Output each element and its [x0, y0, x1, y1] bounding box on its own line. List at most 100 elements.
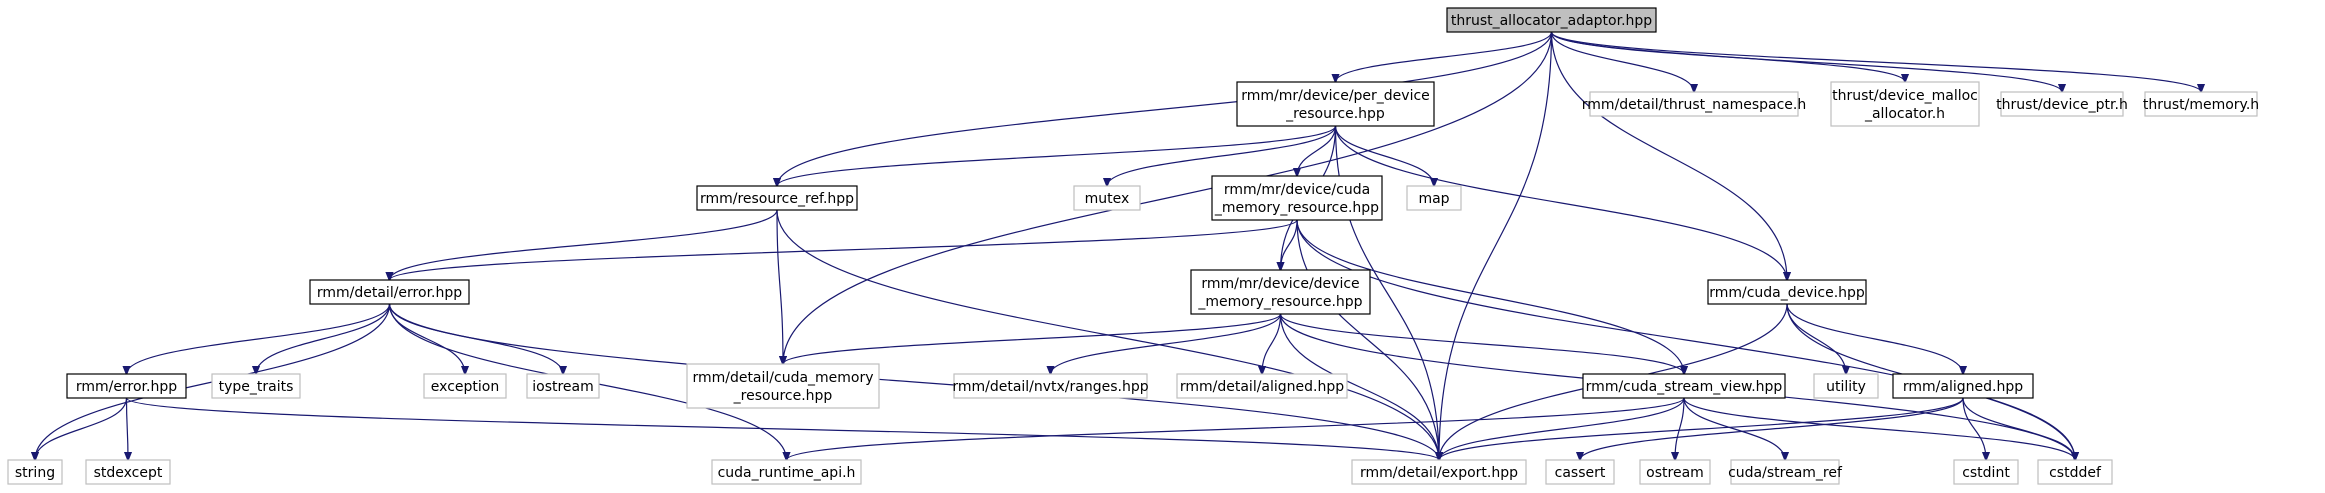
node-cuda-mr[interactable]: rmm/mr/device/cuda_memory_resource.hpp: [1211, 175, 1383, 221]
node-stdexcept: stdexcept: [85, 459, 171, 485]
node-label: rmm/cuda_device.hpp: [1709, 285, 1865, 301]
node-box: [686, 363, 880, 409]
node-label: iostream: [532, 379, 594, 395]
edge-cuda_device-to-utility: [1786, 303, 1846, 374]
edge-device_mr-to-stream_view: [1279, 313, 1685, 374]
node-label: _memory_resource.hpp: [1197, 294, 1362, 310]
node-exception: exception: [423, 373, 507, 399]
edge-error_detail-to-type_traits: [256, 303, 391, 374]
node-box: [696, 185, 858, 211]
node-box: [1176, 373, 1348, 399]
node-box: [1190, 269, 1371, 315]
node-label: utility: [1826, 379, 1866, 395]
node-iostream: iostream: [526, 373, 600, 399]
edge-per_device-to-cuda_mr: [1297, 125, 1337, 176]
node-box: [2037, 459, 2113, 485]
node-label: thrust/device_ptr.h: [1996, 97, 2128, 113]
node-resource-ref[interactable]: rmm/resource_ref.hpp: [696, 185, 858, 211]
edge-per_device-to-cuda_device: [1334, 125, 1788, 280]
node-box: [1813, 373, 1879, 399]
node-label: cstdint: [1962, 465, 2010, 481]
edge-stream_view-to-export: [1439, 397, 1685, 460]
node-device-ptr: thrust/device_ptr.h: [1996, 91, 2128, 117]
node-box: [2144, 91, 2258, 117]
node-label: map: [1418, 191, 1449, 207]
node-cstddef: cstddef: [2037, 459, 2113, 485]
node-box: [526, 373, 600, 399]
node-box: [1953, 459, 2019, 485]
node-label: rmm/mr/device/device: [1201, 276, 1359, 292]
node-error-detail[interactable]: rmm/detail/error.hpp: [309, 279, 470, 305]
edge-per_device-to-mutex: [1107, 125, 1337, 186]
edge-resource_ref-to-cuda_mr_detail: [776, 209, 783, 364]
edge-error_hpp-to-string: [35, 397, 128, 460]
node-box: [953, 373, 1148, 399]
node-cuda-mr-detail: rmm/detail/cuda_memory_resource.hpp: [686, 363, 880, 409]
node-box: [85, 459, 171, 485]
node-label: rmm/detail/error.hpp: [317, 285, 462, 301]
node-ostream: ostream: [1639, 459, 1711, 485]
node-box: [1406, 185, 1462, 211]
node-label: rmm/detail/cuda_memory: [692, 370, 873, 386]
node-label: rmm/aligned.hpp: [1903, 379, 2023, 395]
edge-root-to-device_ptr: [1550, 31, 2063, 92]
edge-cuda_mr-to-export: [1296, 219, 1439, 460]
edge-root-to-cuda_mr_detail: [783, 31, 1553, 364]
node-label: string: [15, 465, 55, 481]
edge-error_detail-to-export: [388, 303, 1440, 460]
node-box: [1073, 185, 1141, 211]
node-label: mutex: [1085, 191, 1130, 207]
node-aligned[interactable]: rmm/aligned.hpp: [1892, 373, 2034, 399]
node-label: type_traits: [219, 379, 294, 395]
node-label: _resource.hpp: [1285, 106, 1385, 122]
node-utility: utility: [1813, 373, 1879, 399]
node-label: exception: [431, 379, 499, 395]
edge-root-to-memory_h: [1550, 31, 2202, 92]
node-error-hpp[interactable]: rmm/error.hpp: [66, 373, 187, 399]
node-label: thrust/device_malloc: [1832, 88, 1978, 104]
node-label: ostream: [1646, 465, 1704, 481]
node-memory-h: thrust/memory.h: [2143, 91, 2259, 117]
edge-stream_view-to-stream_ref: [1683, 397, 1785, 460]
edge-per_device-to-resource_ref: [777, 125, 1337, 186]
edge-device_mr-to-nvtx: [1051, 313, 1282, 374]
node-cuda-device[interactable]: rmm/cuda_device.hpp: [1707, 279, 1867, 305]
node-label: stdexcept: [94, 465, 163, 481]
node-stream-ref: cuda/stream_ref: [1728, 459, 1843, 485]
node-cassert: cassert: [1545, 459, 1615, 485]
node-box: [1446, 7, 1657, 33]
node-box: [2000, 91, 2124, 117]
node-per-device[interactable]: rmm/mr/device/per_device_resource.hpp: [1236, 81, 1435, 127]
node-box: [1589, 91, 1799, 117]
node-mutex: mutex: [1073, 185, 1141, 211]
node-box: [1730, 459, 1840, 485]
edge-cuda_device-to-aligned: [1786, 303, 1963, 374]
node-device-mr[interactable]: rmm/mr/device/device _memory_resource.hpp: [1190, 269, 1371, 315]
node-label: rmm/detail/aligned.hpp: [1180, 379, 1344, 395]
node-box: [1211, 175, 1383, 221]
node-label: rmm/error.hpp: [76, 379, 177, 395]
node-label: cuda/stream_ref: [1728, 465, 1843, 481]
edge-device_mr-to-export: [1279, 313, 1440, 460]
node-box: [1892, 373, 2034, 399]
node-map: map: [1406, 185, 1462, 211]
edge-root-to-export: [1439, 31, 1553, 460]
node-cuda-runtime: cuda_runtime_api.h: [711, 459, 862, 485]
edge-cuda_mr-to-stream_view: [1296, 219, 1684, 374]
node-box: [7, 459, 63, 485]
node-box: [1545, 459, 1615, 485]
node-export: rmm/detail/export.hpp: [1351, 459, 1527, 485]
node-stream-view[interactable]: rmm/cuda_stream_view.hpp: [1582, 373, 1786, 399]
node-label: thrust/memory.h: [2143, 97, 2259, 113]
edge-stream_view-to-cuda_runtime: [787, 397, 1685, 460]
node-box: [1830, 81, 1980, 127]
node-box: [66, 373, 187, 399]
node-type-traits: type_traits: [211, 373, 301, 399]
node-root[interactable]: thrust_allocator_adaptor.hpp: [1446, 7, 1657, 33]
edge-aligned-to-export: [1439, 397, 1964, 460]
node-label: _allocator.h: [1864, 106, 1945, 122]
edge-cuda_mr-to-device_mr: [1281, 219, 1298, 270]
node-box: [309, 279, 470, 305]
node-label: rmm/resource_ref.hpp: [700, 191, 854, 207]
